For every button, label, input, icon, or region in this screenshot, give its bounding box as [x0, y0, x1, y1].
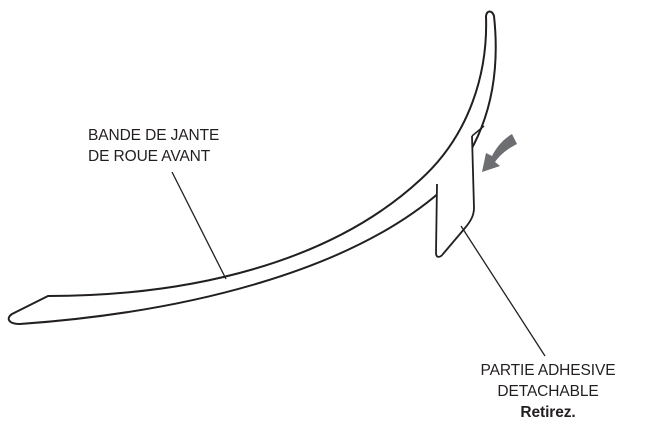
rim-strip-label: BANDE DE JANTE DE ROUE AVANT — [88, 125, 219, 167]
adhesive-label-action: Retirez. — [520, 404, 576, 421]
rim-strip-leader-line — [171, 171, 227, 280]
rim-strip-label-line1: BANDE DE JANTE — [88, 127, 220, 144]
adhesive-backing-tab — [435, 135, 475, 258]
adhesive-label-line2: DETACHABLE — [497, 383, 599, 400]
rim-strip-label-line2: DE ROUE AVANT — [88, 148, 211, 165]
rim-strip-band — [7, 10, 497, 325]
adhesive-leader-line — [460, 225, 546, 357]
adhesive-label-line1: PARTIE ADHESIVE — [480, 362, 616, 379]
peel-direction-arrow-icon — [482, 134, 517, 172]
adhesive-part-label: PARTIE ADHESIVE DETACHABLE Retirez. — [438, 360, 646, 423]
tab-fold-line — [471, 125, 485, 137]
